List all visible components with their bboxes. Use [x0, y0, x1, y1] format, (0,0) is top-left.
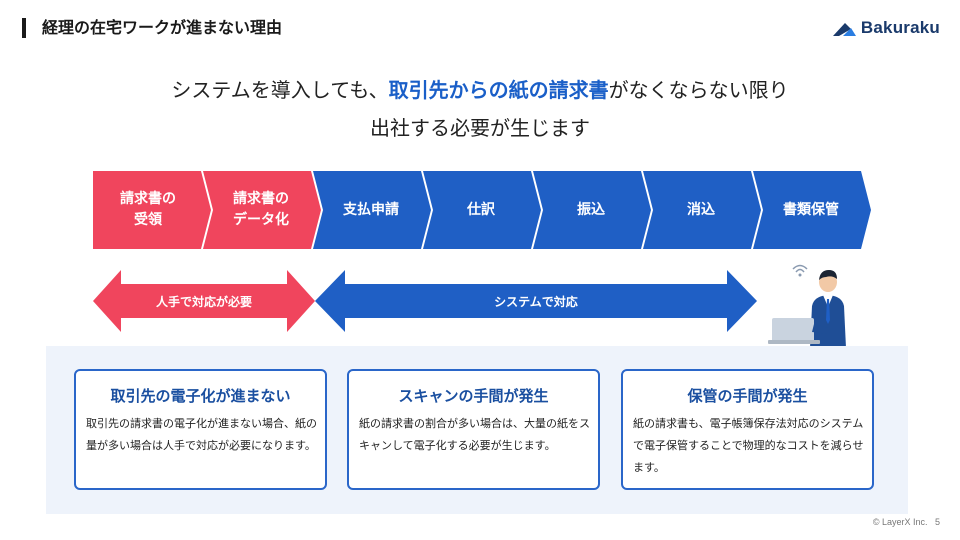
flow-step-label: 請求書の 受領: [120, 191, 176, 228]
slide-title: 経理の在宅ワークが進まない理由: [42, 18, 283, 37]
copyright-text: © LayerX Inc.: [872, 517, 928, 527]
card-title: 保管の手間が発生: [687, 387, 808, 405]
headline-text-pre: システムを導入しても、: [171, 78, 389, 102]
system-range-arrow: [315, 270, 757, 332]
flow-step-label: 振込: [577, 201, 605, 218]
card-body: 取引先の請求書の電子化が進まない場合、紙の量が多い場合は人手で対応が必要になりま…: [86, 417, 317, 452]
headline-highlight: 取引先からの紙の請求書: [388, 78, 609, 102]
flow-step-label: 仕訳: [467, 201, 495, 218]
bakuraku-logo: Bakuraku: [831, 18, 940, 38]
bakuraku-logo-icon: [832, 23, 856, 36]
process-flow-shapes: [93, 171, 871, 249]
page-number: 5: [934, 517, 940, 527]
title-accent-bar: [22, 18, 26, 38]
issue-card-digitization: 取引先の電子化が進まない 取引先の請求書の電子化が進まない場合、紙の量が多い場合…: [74, 369, 327, 490]
system-range-label: システムで対応: [494, 294, 578, 309]
person-at-laptop-icon: [768, 264, 846, 348]
range-arrows: 人手で対応が必要 システムで対応: [93, 270, 773, 332]
logo-text: Bakuraku: [860, 18, 940, 37]
flow-step-label: 請求書の データ化: [233, 191, 289, 228]
flow-step-shape: [93, 171, 211, 249]
headline-text-post: がなくならない限り: [608, 78, 789, 102]
card-title: スキャンの手間が発生: [398, 387, 549, 405]
flow-step-shape: [203, 171, 321, 249]
flow-step-shape: [313, 171, 431, 249]
footer: © LayerX Inc. 5: [873, 517, 940, 527]
manual-range-label: 人手で対応が必要: [155, 294, 252, 309]
flow-step-label: 書類保管: [783, 201, 839, 218]
issue-card-scanning: スキャンの手間が発生 紙の請求書の割合が多い場合は、大量の紙をスキャンして電子化…: [347, 369, 600, 490]
flow-step-shape: [423, 171, 541, 249]
flow-step-label: 支払申請: [343, 201, 399, 218]
manual-range-arrow: [93, 270, 315, 332]
flow-step-label: 消込: [687, 201, 715, 218]
flow-step-shape: [533, 171, 651, 249]
flow-step-shape: [643, 171, 761, 249]
card-body: 紙の請求書の割合が多い場合は、大量の紙をスキャンして電子化する必要が生じます。: [359, 417, 590, 452]
issue-card-storage: 保管の手間が発生 紙の請求書も、電子帳簿保存法対応のシステムで電子保管することで…: [621, 369, 874, 490]
process-flow: 請求書の 受領 請求書の データ化 支払申請 仕訳 振込 消込 書類保管: [93, 171, 873, 249]
headline-line-2: 出社する必要が生じます: [370, 116, 590, 140]
card-title: 取引先の電子化が進まない: [110, 387, 291, 405]
flow-step-shape: [753, 171, 871, 249]
headline-line-1: システムを導入しても、取引先からの紙の請求書がなくならない限り: [0, 76, 960, 104]
card-body: 紙の請求書も、電子帳簿保存法対応のシステムで電子保管することで物理的なコストを減…: [633, 417, 864, 474]
range-arrows-shapes: [93, 270, 757, 332]
